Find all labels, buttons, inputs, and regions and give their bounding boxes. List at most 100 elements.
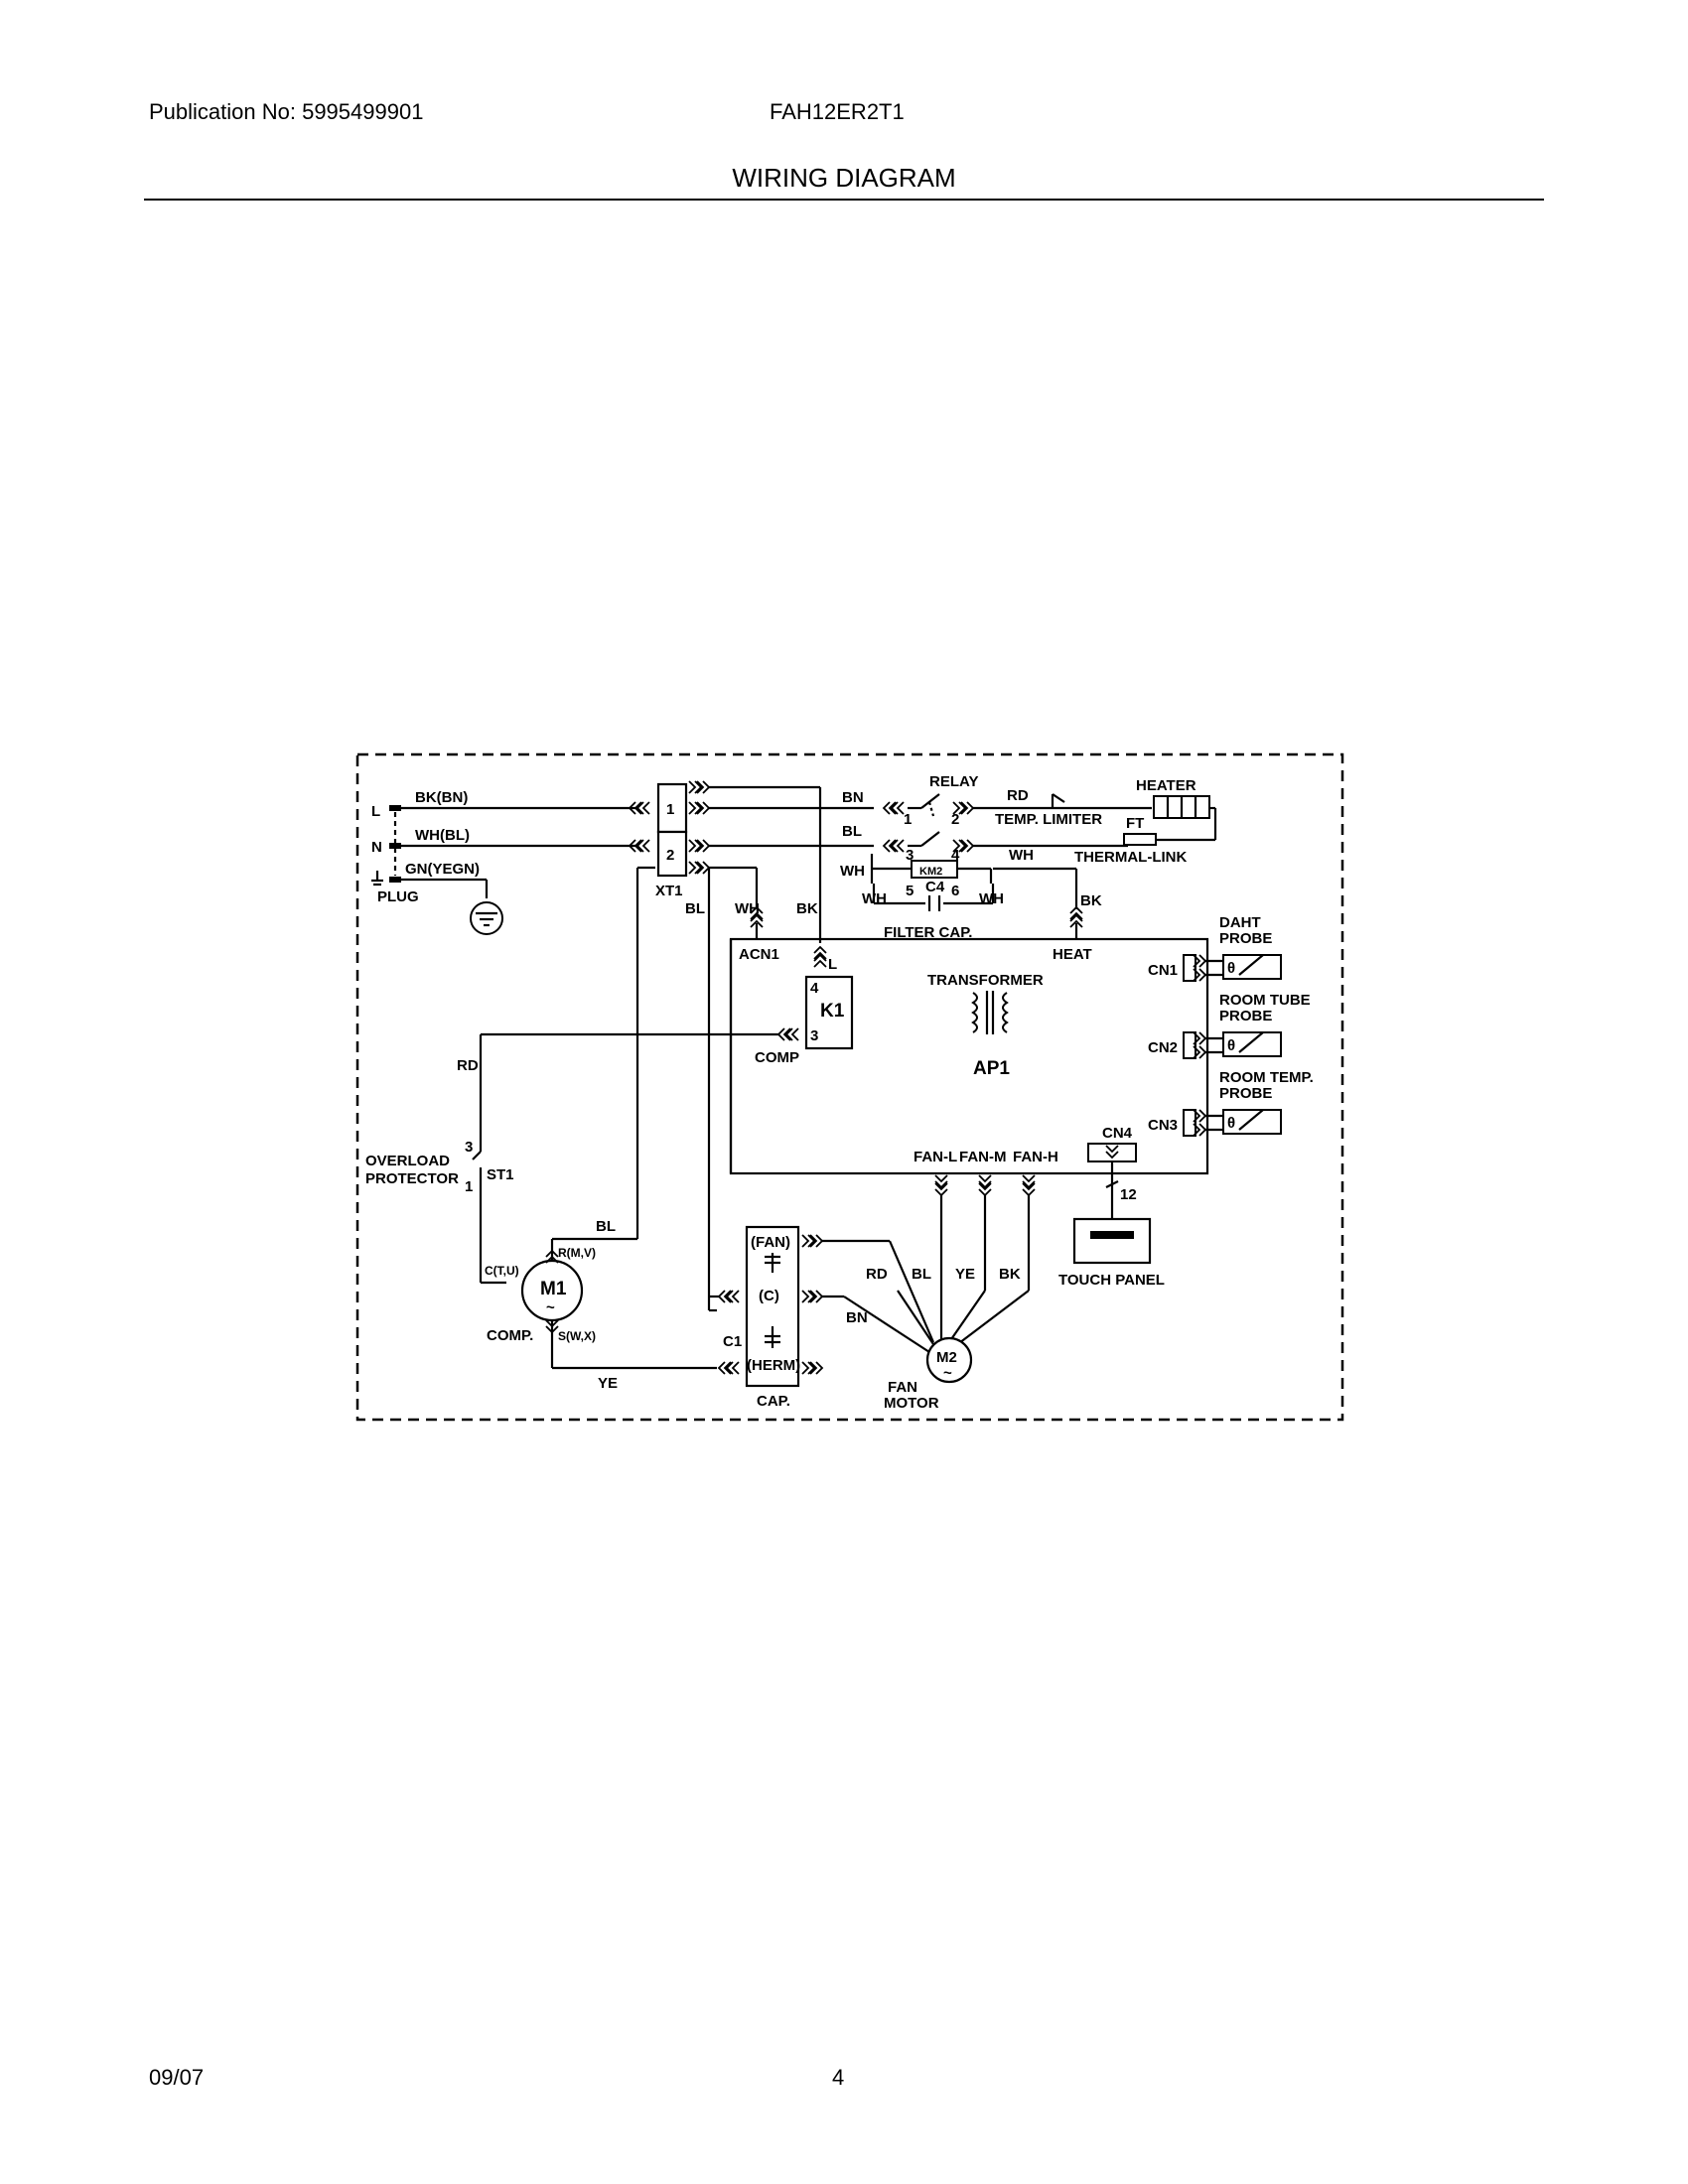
cap-fan-terminal: (FAN) [751, 1234, 790, 1251]
c4-label: C4 [925, 879, 945, 895]
touch-wire-count: 12 [1120, 1186, 1137, 1203]
label-plug: PLUG [377, 888, 419, 905]
xt1-terminal-1 [656, 782, 688, 834]
relay-pin-5: 5 [906, 883, 914, 899]
cap-label: CAP. [757, 1393, 790, 1410]
thermal-link-label: THERMAL-LINK [1074, 849, 1187, 866]
relay-pin-6: 6 [951, 883, 959, 899]
fan-l-label: FAN-L [914, 1149, 957, 1165]
overload-pin-3: 3 [465, 1139, 473, 1156]
xt1-pin-1: 1 [666, 801, 674, 818]
comp-label: COMP [755, 1049, 799, 1066]
relay-pin-4: 4 [951, 847, 960, 864]
wire-bl-xt1: BL [685, 900, 705, 917]
plug-section [371, 805, 635, 935]
page-number: 4 [832, 2065, 845, 2090]
wire-ye-comp: YE [598, 1375, 618, 1392]
wire-wh-relay: WH [840, 863, 865, 880]
touch-panel-wiring [1072, 1143, 1152, 1265]
header-rule [144, 199, 1544, 201]
cn1-label: CN1 [1148, 962, 1178, 979]
xt1-label: XT1 [655, 883, 683, 899]
wire-bk-acn1: BK [796, 900, 818, 917]
capacitor-c1 [745, 1225, 800, 1388]
wire-wh-c4-right: WH [979, 890, 1004, 907]
diagram-border [355, 752, 1344, 1422]
wire-rd-heater: RD [1007, 787, 1029, 804]
model-number: FAH12ER2T1 [770, 99, 905, 124]
wire-ye-fan: YE [955, 1266, 975, 1283]
wire-wh-bl: WH(BL) [415, 827, 470, 844]
k1-pin-4: 4 [810, 980, 819, 997]
cap-c-terminal: (C) [759, 1288, 779, 1304]
board-l-label: L [828, 956, 837, 973]
daht-probe-line1: DAHT [1219, 914, 1261, 931]
heater-label: HEATER [1136, 777, 1196, 794]
page-title: WIRING DIAGRAM [732, 163, 956, 193]
wire-bl-comp: BL [596, 1218, 616, 1235]
wire-bk-heat: BK [1080, 892, 1102, 909]
publication-number: Publication No: 5995499901 [149, 99, 424, 124]
transformer-label: TRANSFORMER [927, 972, 1044, 989]
overload-line1: OVERLOAD [365, 1153, 450, 1169]
comp-c-terminal: C(T,U) [485, 1264, 519, 1278]
wire-wh-right: WH [1009, 847, 1034, 864]
overload-line2: PROTECTOR [365, 1170, 459, 1187]
transformer-symbol [971, 991, 1009, 1034]
m1-tilde: ~ [546, 1299, 555, 1316]
comp-label-text: COMP. [487, 1327, 533, 1344]
fan-h-label: FAN-H [1013, 1149, 1058, 1165]
wire-bn-cap: BN [846, 1309, 868, 1326]
probe-theta-3: θ [1227, 1115, 1235, 1132]
room-temp-probe-line1: ROOM TEMP. [1219, 1069, 1314, 1086]
touch-panel-label: TOUCH PANEL [1058, 1272, 1165, 1289]
k1-pin-3: 3 [810, 1027, 818, 1044]
wire-bl-fan: BL [912, 1266, 931, 1283]
wire-rd-fan: RD [866, 1266, 888, 1283]
km2-label: KM2 [919, 866, 942, 878]
m2-tilde: ~ [943, 1365, 952, 1382]
probe-theta-2: θ [1227, 1037, 1235, 1054]
xt1-pin-2: 2 [666, 847, 674, 864]
daht-probe-line2: PROBE [1219, 930, 1272, 947]
room-tube-probe-line2: PROBE [1219, 1008, 1272, 1024]
xt1-wires [550, 785, 874, 1312]
heater-section [1051, 793, 1217, 846]
room-tube-probe-line1: ROOM TUBE [1219, 992, 1311, 1009]
fan-m-label: FAN-M [959, 1149, 1007, 1165]
wire-gn-yegn: GN(YEGN) [405, 861, 480, 878]
cn4-label: CN4 [1102, 1125, 1133, 1142]
label-n: N [371, 839, 382, 856]
xt1-terminal-2 [656, 830, 688, 878]
m1-label: M1 [540, 1279, 567, 1299]
cn2-label: CN2 [1148, 1039, 1178, 1056]
cn3-label: CN3 [1148, 1117, 1178, 1134]
relay-pin-1: 1 [904, 811, 912, 828]
comp-s-terminal: S(W,X) [558, 1329, 596, 1343]
relay-pin-3: 3 [906, 847, 914, 864]
fan-speed-wires [897, 1195, 1031, 1350]
ft-label: FT [1126, 815, 1144, 832]
capacitor-wires [822, 1239, 935, 1353]
room-temp-probe-line2: PROBE [1219, 1085, 1272, 1102]
fan-motor-line2: MOTOR [884, 1395, 939, 1412]
fan-motor-m2 [925, 1336, 973, 1384]
probe-theta-1: θ [1227, 960, 1235, 977]
wire-bk-fan: BK [999, 1266, 1021, 1283]
overload-pin-1: 1 [465, 1178, 473, 1195]
comp-r-terminal: R(M,V) [558, 1246, 596, 1260]
wire-wh-acn1: WH [735, 900, 760, 917]
c1-label: C1 [723, 1333, 742, 1350]
footer-date: 09/07 [149, 2065, 205, 2090]
label-l: L [371, 803, 380, 820]
st1-label: ST1 [487, 1166, 514, 1183]
compressor-wiring [472, 1034, 717, 1370]
k1-relay [804, 975, 854, 1050]
temp-limiter-label: TEMP. LIMITER [995, 811, 1102, 828]
filter-cap-label: FILTER CAP. [884, 924, 972, 941]
ap1-label: AP1 [973, 1058, 1010, 1079]
k1-label: K1 [820, 1001, 845, 1022]
heat-label: HEAT [1053, 946, 1092, 963]
probe-connectors [1183, 954, 1282, 1137]
